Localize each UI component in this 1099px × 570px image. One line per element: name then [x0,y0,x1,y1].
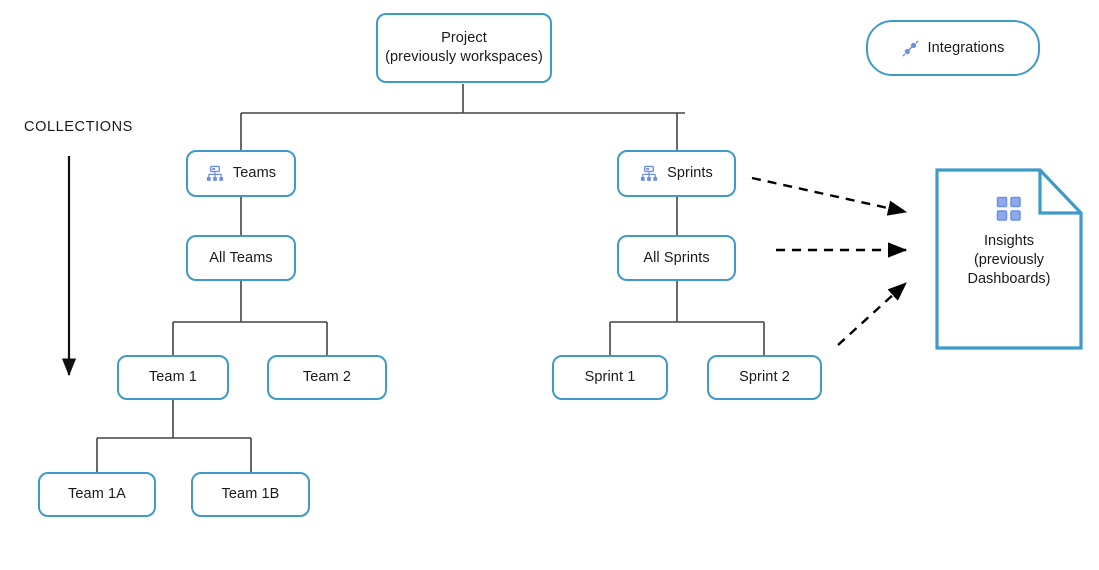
node-team-1b[interactable]: Team 1B [191,472,310,517]
node-team-2[interactable]: Team 2 [267,355,387,400]
node-team-1a-label: Team 1A [68,486,126,502]
node-all-teams[interactable]: All Teams [186,235,296,281]
node-team-1-label: Team 1 [148,369,198,385]
collections-label: COLLECTIONS [24,119,133,135]
node-all-sprints-label: All Sprints [643,249,710,266]
node-sprints[interactable]: Sprints [617,150,736,197]
node-integrations[interactable]: Integrations [866,20,1040,76]
node-all-teams-label: All Teams [209,249,273,266]
node-project[interactable]: Project (previously workspaces) [376,13,552,83]
grid-2x2-icon [996,196,1022,222]
node-integrations-label: Integrations [927,39,1005,56]
node-team-1[interactable]: Team 1 [117,355,229,400]
link-icon [902,40,919,57]
node-insights-label: Insights (previously Dashboards) [967,233,1051,287]
hierarchy-icon [206,165,224,183]
node-teams[interactable]: Teams [186,150,296,197]
edge-all-teams-to-teams [172,281,328,355]
edge-all-sprints-to-sprints [609,281,765,355]
node-sprints-label: Sprints [667,165,713,181]
node-sprint-2[interactable]: Sprint 2 [707,355,822,400]
edge-sprint2-to-insights-dashed [837,282,907,346]
node-all-sprints[interactable]: All Sprints [617,235,736,281]
hierarchy-icon [640,165,658,183]
edge-project-to-children [240,84,685,150]
node-team-1a[interactable]: Team 1A [38,472,156,517]
edge-sprints-to-insights-dashed [751,176,908,216]
node-team-1b-label: Team 1B [221,486,280,502]
node-sprint-1-label: Sprint 1 [584,369,636,385]
node-teams-label: Teams [232,165,277,181]
node-sprint-2-label: Sprint 2 [739,369,790,385]
node-sprint-1[interactable]: Sprint 1 [552,355,668,400]
edge-team1-to-subteams [96,400,252,472]
node-team-2-label: Team 2 [302,369,352,385]
node-project-label: Project (previously workspaces) [385,30,543,65]
node-insights[interactable] [935,168,1083,355]
